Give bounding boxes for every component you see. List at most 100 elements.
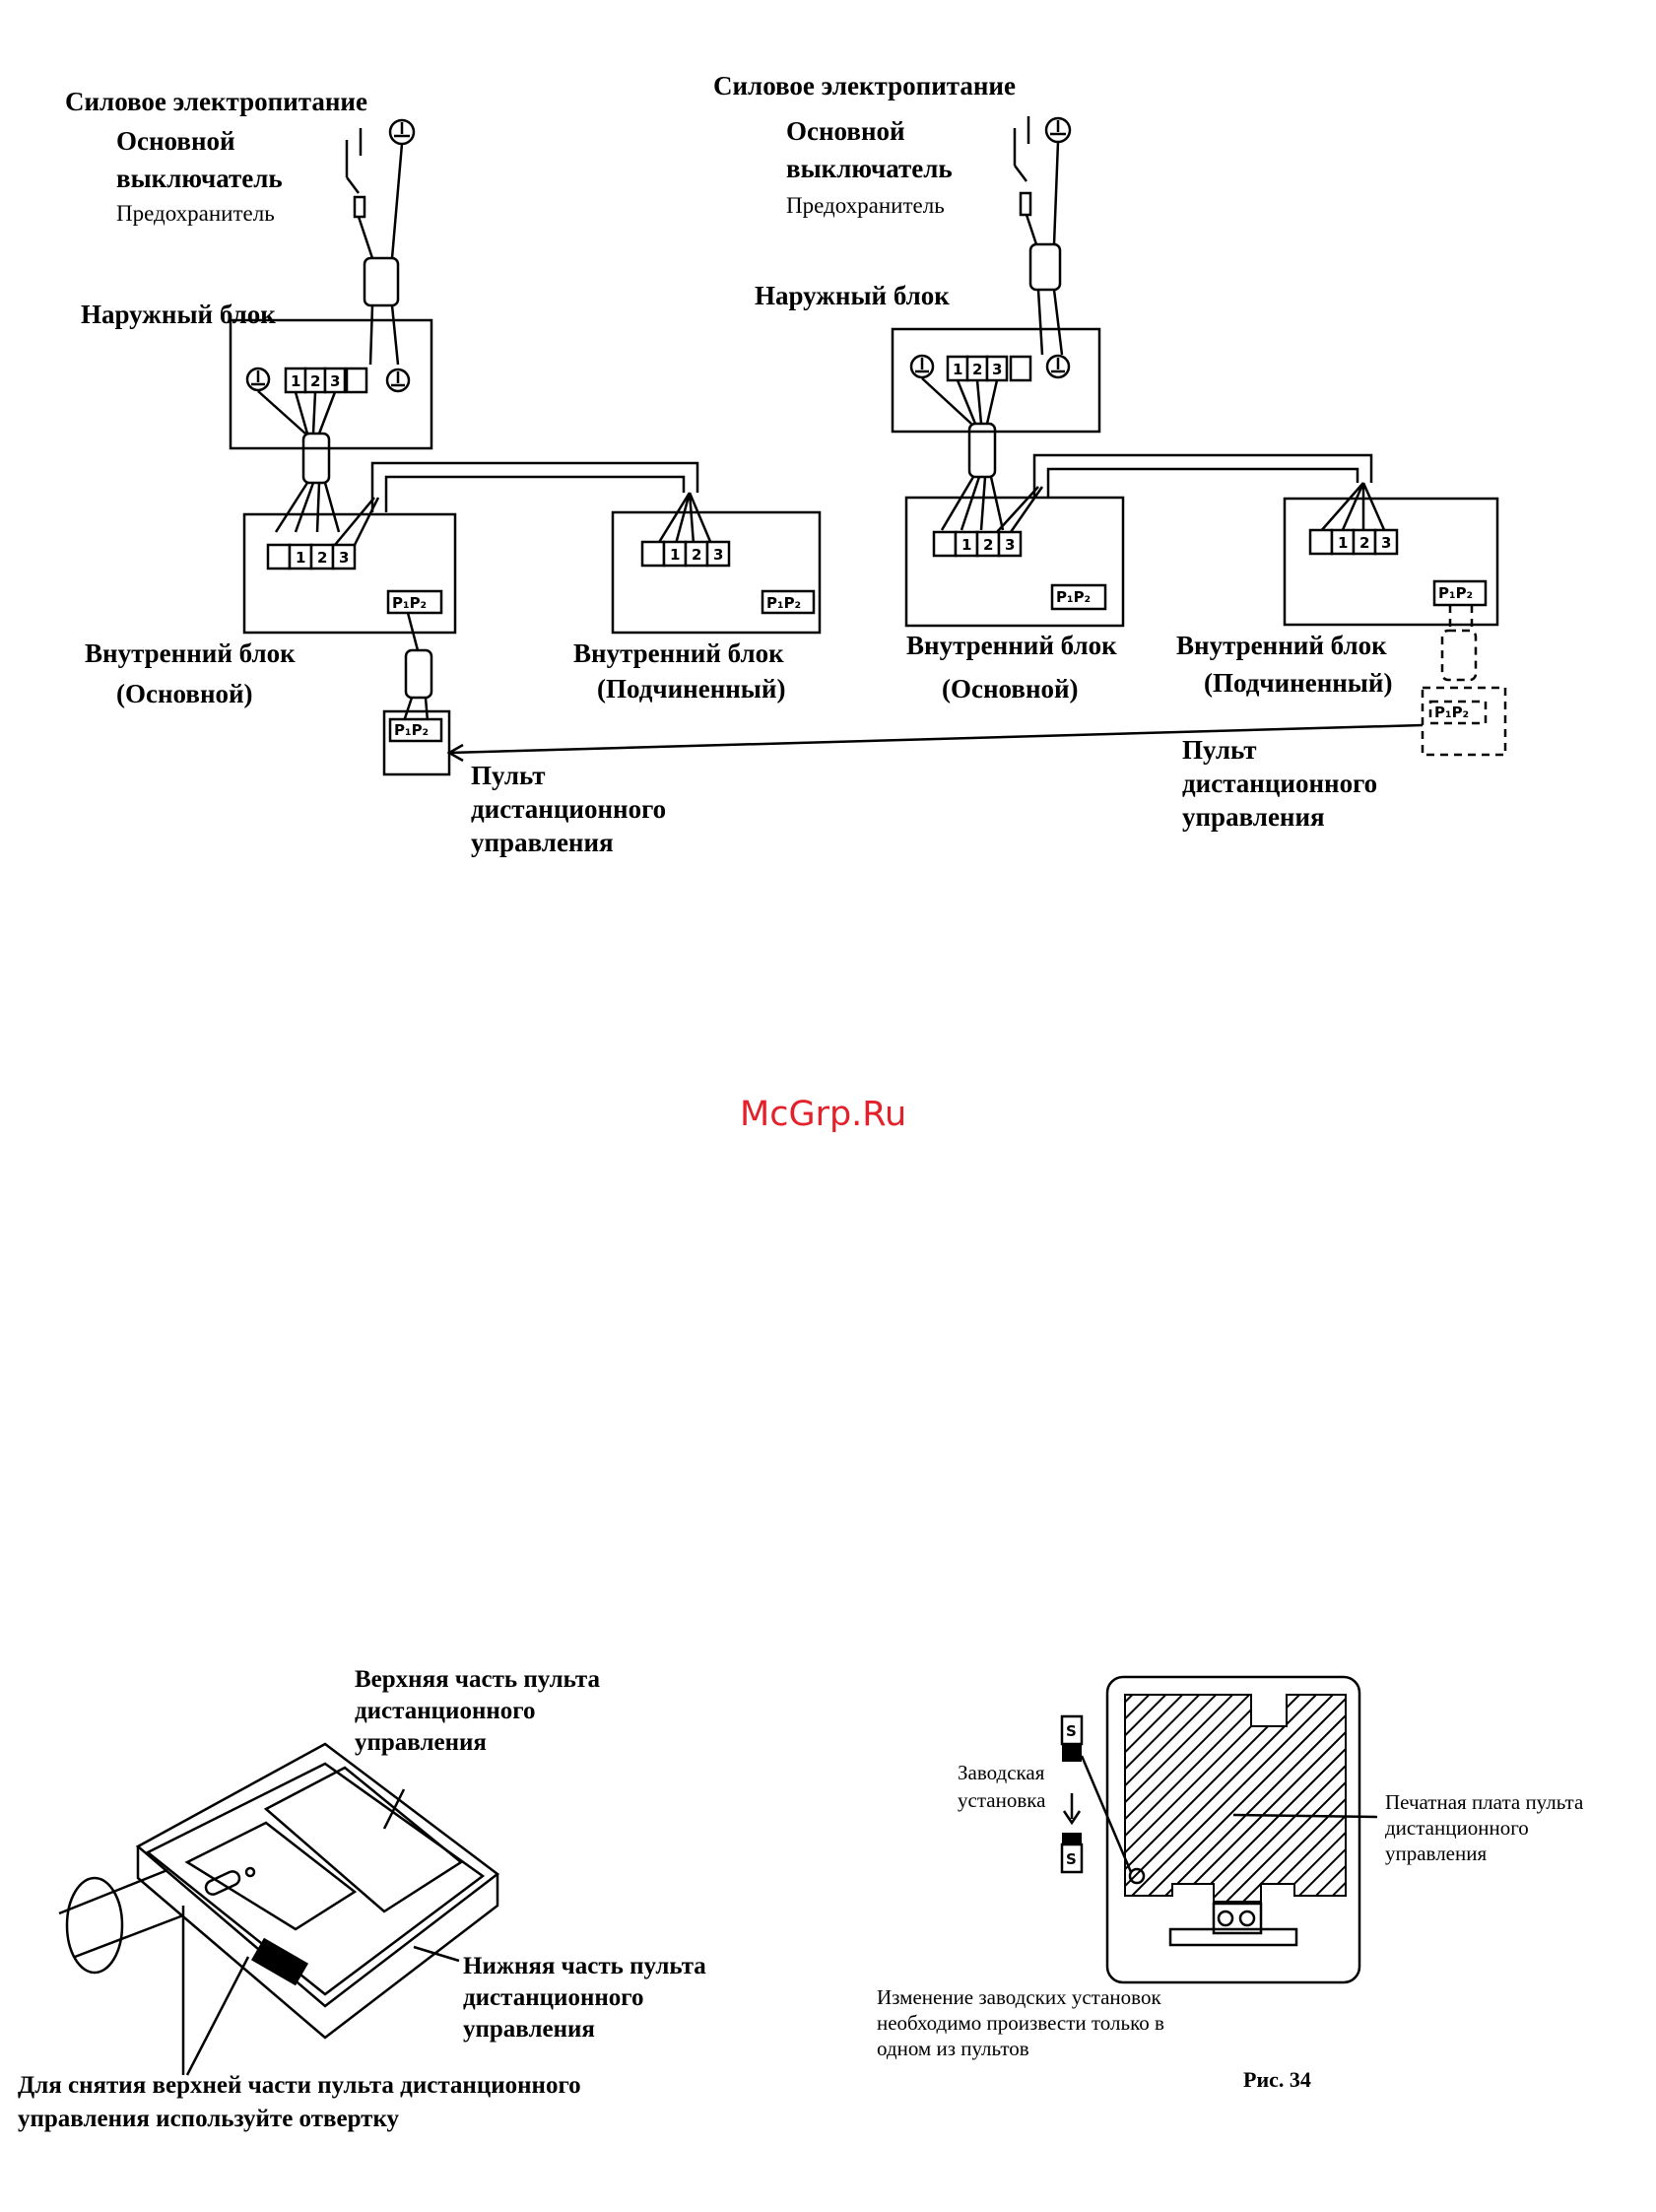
power-supply-label: Силовое электропитание [65,87,367,116]
indoor-main-label-line2: (Основной) [942,674,1079,704]
power-cable-wires [1036,289,1064,356]
indoor-main-label-line1: Внутренний блок [85,638,296,668]
fuse-icon [353,195,366,219]
power-cable-sleeve [363,256,400,307]
watermark: McGrp.Ru [740,1095,906,1134]
main-to-slave-wires [334,497,380,546]
remote-pcb-illustration: S S Заводская установка Печатная плата п… [877,1675,1584,2092]
slave-wires [656,492,713,545]
switch-label: S [1066,1722,1077,1740]
remote-panel [263,1766,464,1913]
remote-top-inner [145,1762,486,1996]
indoor-slave-label-line2: (Подчиненный) [1204,668,1392,698]
main-switch-icon [345,128,363,194]
ground-symbol-icon [388,118,416,146]
outdoor-to-indoor-wires [921,377,999,425]
factory-setting-label-line1: Заводская [958,1761,1045,1784]
indoor-main-terminal-block: 1 2 3 [266,543,357,570]
upper-part-label-line2: дистанционного [355,1698,535,1724]
outdoor-ground-icon [909,354,935,379]
indoor-main-p1p2-terminal [1050,583,1107,611]
svg-text:1: 1 [953,361,962,378]
indoor-slave-terminal-block: 1 2 3 [640,540,731,568]
switch-changed-icon [1060,1843,1084,1874]
main-switch-icon [1013,116,1030,182]
indoor-unit-slave-box [1283,497,1499,627]
upper-part-pointer [382,1788,406,1830]
upper-part-label-line3: управления [355,1729,487,1756]
down-arrow-icon [1062,1793,1082,1826]
indoor-slave-label-line1: Внутренний блок [1176,631,1387,660]
interconnect-cable-sleeve [967,422,997,479]
note-line1: Изменение заводских установок [877,1985,1161,2009]
p1p2-label: P₁P₂ [1056,588,1091,606]
svg-text:2: 2 [1359,534,1369,552]
slave-wires [1319,482,1387,533]
remote-cable-sleeve [404,648,433,700]
power-supply-label: Силовое электропитание [713,71,1016,101]
fuse-label: Предохранитель [786,193,945,218]
svg-text:2: 2 [310,372,320,390]
p1p2-label: P₁P₂ [392,594,427,612]
outdoor-unit-label: Наружный блок [755,281,950,310]
p1p2-label: P₁P₂ [1434,704,1469,721]
pcb-pointer [1232,1813,1378,1819]
interconnect-cable-sleeve [301,432,331,485]
outdoor-to-indoor-wires [257,390,337,435]
pcb-board [1124,1694,1347,1903]
indoor-main-label-line1: Внутренний блок [906,631,1117,660]
outdoor-terminal-block: 1 2 3 [946,355,1032,382]
remote-link-arrow-left [446,743,464,763]
remote-case-outline [1105,1675,1361,1984]
svg-text:1: 1 [296,549,305,567]
lower-part-label-line2: дистанционного [463,1984,643,2011]
remote-button [204,1870,241,1896]
svg-text:3: 3 [713,546,723,564]
screwdriver-rotation-icon [65,1876,124,1975]
figure-number: Рис. 34 [1243,2067,1311,2092]
indoor-unit-slave-box [611,510,822,635]
indoor-main-label-line2: (Основной) [116,679,253,708]
svg-text:2: 2 [983,536,993,554]
power-wires [1025,141,1060,245]
switch-label: S [1066,1850,1077,1868]
wiring-diagram-1: Силовое электропитание Основной выключат… [65,87,822,857]
svg-text:3: 3 [1005,536,1015,554]
ground-symbol-icon [1044,116,1072,144]
pcb-label-line3: управления [1385,1842,1487,1865]
indoor-unit-main-box [242,512,457,635]
pcb-connector [1212,1902,1263,1935]
power-wires [357,143,404,259]
svg-text:1: 1 [961,536,971,554]
remote-indicator [244,1866,256,1878]
indoor-main-terminal-block: 1 2 3 [932,530,1023,558]
remote-wires [402,697,430,722]
remote-label-line1: Пульт [471,761,546,790]
remote-display [184,1821,358,1931]
switch-factory-toggle [1062,1744,1082,1762]
remote-label-line3: управления [1182,802,1325,832]
main-switch-label-line2: выключатель [786,154,953,183]
p1p2-label: P₁P₂ [766,594,801,612]
lower-part-label-line1: Нижняя часть пульта [463,1953,706,1979]
outdoor-unit-box [229,318,433,450]
outdoor-ground-icon-2 [1045,354,1071,379]
remote-top-outline [135,1742,500,2008]
pcb-switch-location [1128,1867,1146,1885]
svg-text:1: 1 [291,372,300,390]
power-cable-wires [368,304,400,366]
remote-grille [250,1937,309,1986]
outdoor-unit-label: Наружный блок [81,300,276,329]
wiring-diagram-2: Силовое электропитание Основной выключат… [713,71,1507,832]
remote-p1p2-terminal [388,717,443,743]
optional-remote-controller-box [1421,686,1507,757]
fuse-icon [1019,191,1032,217]
indoor-slave-terminal-block: 1 2 3 [1308,528,1399,556]
screwdriver-pointer-arrows [181,1906,250,2076]
optional-remote-p1p2-terminal [1428,700,1488,725]
lower-part-label-line3: управления [463,2016,595,2043]
pcb-label-line2: дистанционного [1385,1816,1529,1840]
indoor-main-wires [940,476,1005,531]
